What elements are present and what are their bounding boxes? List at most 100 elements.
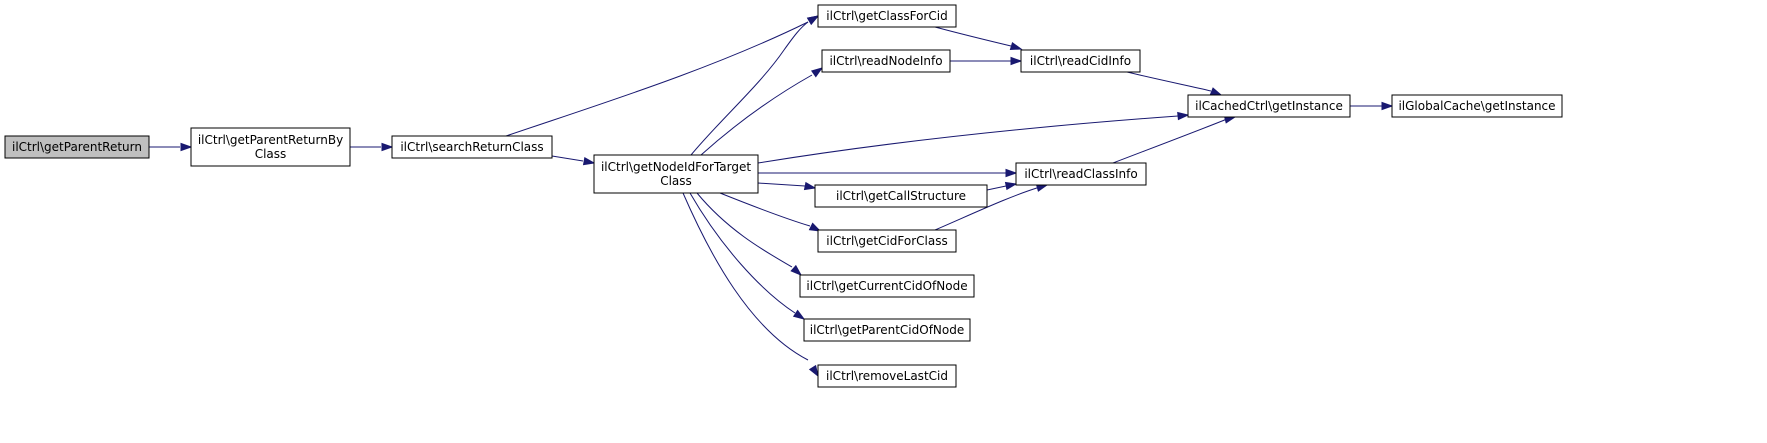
- edge-n11-to-n9: [934, 183, 1049, 231]
- node-n8[interactable]: ilGlobalCache\getInstance: [1391, 94, 1563, 118]
- edge-n3-to-n14: [682, 192, 819, 378]
- arrowhead-icon: [1381, 101, 1394, 111]
- edge-n10-to-n9: [986, 181, 1018, 191]
- edge-n3-to-n10: [757, 181, 817, 191]
- node-n13[interactable]: ilCtrl\getParentCidOfNode: [803, 318, 971, 342]
- edge-line: [719, 192, 811, 227]
- arrowhead-icon: [582, 156, 596, 166]
- node-box: [1015, 162, 1147, 186]
- edge-line: [1126, 71, 1212, 92]
- node-label: ilCtrl\searchReturnClass: [400, 140, 543, 154]
- node-label: ilCtrl\getCidForClass: [826, 234, 947, 248]
- edge-n3-to-n12: [696, 192, 803, 277]
- node-n11[interactable]: ilCtrl\getCidForClass: [817, 229, 957, 253]
- arrowhead-icon: [790, 264, 803, 277]
- node-n5[interactable]: ilCtrl\readNodeInfo: [821, 49, 951, 73]
- edge-n0-to-n1: [149, 142, 193, 152]
- node-box: [799, 274, 975, 298]
- edge-line: [689, 192, 796, 314]
- edge-n6-to-n7: [1126, 71, 1223, 96]
- node-n10[interactable]: ilCtrl\getCallStructure: [814, 184, 988, 208]
- arrowhead-icon: [1010, 56, 1023, 66]
- node-box: [814, 184, 988, 208]
- edge-n2-to-n4: [505, 15, 820, 137]
- node-n6[interactable]: ilCtrl\readCidInfo: [1020, 49, 1141, 73]
- edge-line: [690, 21, 809, 156]
- node-label: Class: [660, 174, 692, 188]
- node-box: [821, 49, 951, 73]
- node-label: ilCtrl\readNodeInfo: [829, 54, 942, 68]
- edge-n5-to-n6: [950, 56, 1023, 66]
- node-label: ilCtrl\getParentReturn: [12, 140, 142, 154]
- node-n7[interactable]: ilCachedCtrl\getInstance: [1187, 94, 1351, 118]
- node-label: ilCtrl\getNodeIdForTarget: [601, 160, 751, 174]
- node-box: [817, 4, 957, 28]
- node-label: ilCachedCtrl\getInstance: [1195, 99, 1343, 113]
- node-box: [593, 154, 759, 194]
- arrowhead-icon: [1004, 181, 1018, 191]
- edge-n3-to-n11: [719, 192, 822, 232]
- arrowhead-icon: [381, 142, 394, 152]
- edge-line: [934, 26, 1012, 47]
- arrowhead-icon: [1005, 168, 1018, 178]
- arrowhead-icon: [180, 142, 193, 152]
- node-box: [1187, 94, 1351, 118]
- edge-line: [757, 182, 806, 187]
- edge-n2-to-n3: [551, 155, 596, 166]
- edge-n3-to-n7: [757, 111, 1190, 164]
- node-n9[interactable]: ilCtrl\readClassInfo: [1015, 162, 1147, 186]
- node-box: [817, 364, 957, 388]
- node-label: ilCtrl\getCurrentCidOfNode: [806, 279, 967, 293]
- edge-line: [696, 192, 793, 268]
- node-n12[interactable]: ilCtrl\getCurrentCidOfNode: [799, 274, 975, 298]
- node-box: [1020, 49, 1141, 73]
- nodes-layer: ilCtrl\getParentReturn ilCtrl\getParentRe…: [4, 4, 1563, 388]
- node-box: [391, 135, 553, 159]
- edge-n7-to-n8: [1350, 101, 1394, 111]
- node-label: ilCtrl\readCidInfo: [1030, 54, 1131, 68]
- edge-line: [757, 115, 1179, 164]
- arrowhead-icon: [808, 364, 819, 378]
- node-box: [190, 127, 351, 167]
- node-label: ilCtrl\getClassForCid: [826, 9, 947, 23]
- arrowhead-icon: [808, 222, 822, 232]
- node-n4[interactable]: ilCtrl\getClassForCid: [817, 4, 957, 28]
- arrowhead-icon: [803, 181, 817, 191]
- edges-layer: [149, 15, 1394, 378]
- arrowhead-icon: [792, 309, 806, 320]
- node-label: ilCtrl\getCallStructure: [836, 189, 966, 203]
- node-label: ilCtrl\getParentCidOfNode: [810, 323, 965, 337]
- node-label: ilGlobalCache\getInstance: [1398, 99, 1555, 113]
- node-box: [803, 318, 971, 342]
- edge-line: [682, 192, 809, 361]
- node-box: [1391, 94, 1563, 118]
- arrowhead-icon: [806, 15, 820, 26]
- node-box: [4, 135, 150, 159]
- edge-line: [551, 155, 584, 162]
- edge-n3-to-n13: [689, 192, 806, 320]
- arrowhead-icon: [1009, 41, 1023, 51]
- node-label: ilCtrl\getParentReturnBy: [198, 133, 343, 147]
- edge-n9-to-n7: [1112, 115, 1237, 164]
- node-n2[interactable]: ilCtrl\searchReturnClass: [391, 135, 553, 159]
- edge-line: [934, 186, 1041, 231]
- edge-n1-to-n2: [350, 142, 394, 152]
- edge-line: [505, 21, 809, 137]
- arrowhead-icon: [1209, 87, 1223, 96]
- node-n0[interactable]: ilCtrl\getParentReturn: [4, 135, 150, 159]
- node-box: [817, 229, 957, 253]
- node-label: ilCtrl\readClassInfo: [1024, 167, 1137, 181]
- edge-line: [700, 74, 813, 156]
- edge-n3-to-n9: [758, 168, 1018, 178]
- arrowhead-icon: [1177, 111, 1190, 121]
- edge-line: [1112, 118, 1228, 164]
- node-label: ilCtrl\removeLastCid: [826, 369, 948, 383]
- edge-n4-to-n6: [934, 26, 1023, 51]
- node-n14[interactable]: ilCtrl\removeLastCid: [817, 364, 957, 388]
- edge-n3-to-n4: [690, 15, 820, 156]
- node-label: Class: [255, 147, 287, 161]
- arrowhead-icon: [810, 67, 824, 78]
